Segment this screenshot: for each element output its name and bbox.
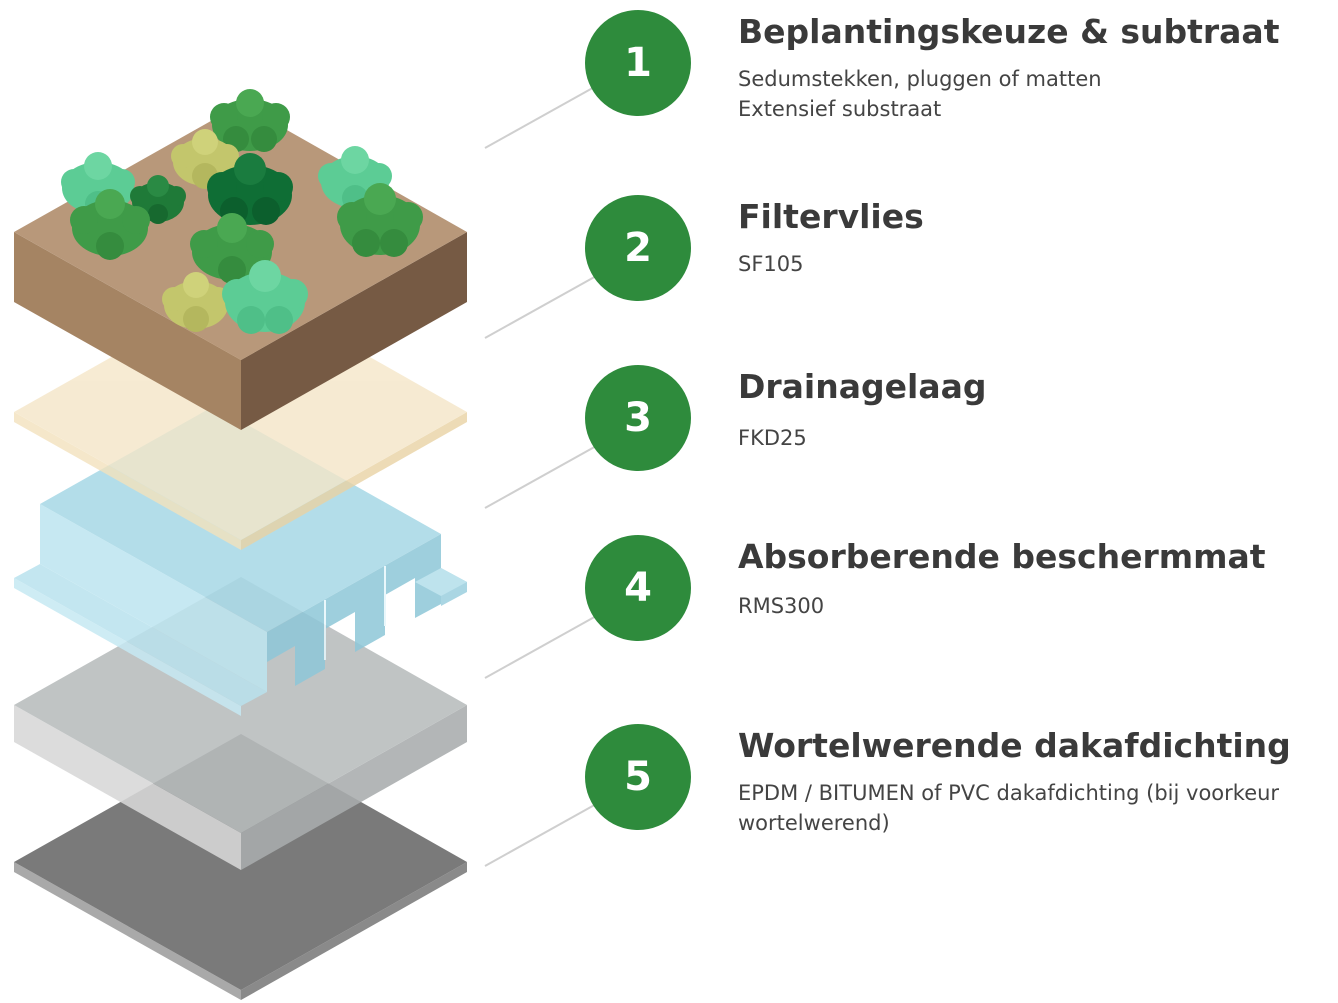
connector-line-3	[484, 444, 599, 509]
step-2: 2 Filtervlies SF105	[585, 195, 1335, 315]
step-5: 5 Wortelwerende dakafdichting EPDM / BIT…	[585, 724, 1335, 844]
plants	[61, 89, 423, 334]
connector-line-5	[484, 802, 599, 867]
step-number-badge: 3	[585, 365, 691, 471]
plant	[190, 213, 274, 284]
plant	[210, 89, 290, 152]
connector-line-1	[484, 84, 599, 149]
plant	[70, 189, 150, 260]
step-title: Absorberende beschermmat	[738, 537, 1266, 576]
step-description: SF105	[738, 252, 804, 276]
connector-line-4	[484, 614, 599, 679]
step-number-badge: 4	[585, 535, 691, 641]
step-4: 4 Absorberende beschermmat RMS300	[585, 535, 1335, 655]
connector-lines	[484, 84, 599, 867]
plant	[162, 272, 230, 332]
plant	[337, 183, 423, 257]
step-description: EPDM / BITUMEN of PVC dakafdichting (bij…	[738, 781, 1280, 835]
step-title: Beplantingskeuze & subtraat	[738, 12, 1280, 51]
step-description: FKD25	[738, 426, 807, 450]
plant	[222, 260, 308, 334]
step-number-badge: 1	[585, 10, 691, 116]
step-1: 1 Beplantingskeuze & subtraat Sedumstekk…	[585, 10, 1335, 130]
step-number-badge: 5	[585, 724, 691, 830]
step-title: Wortelwerende dakafdichting	[738, 726, 1291, 765]
step-title: Filtervlies	[738, 197, 924, 236]
step-3: 3 Drainagelaag FKD25	[585, 365, 1335, 485]
step-title: Drainagelaag	[738, 367, 987, 406]
step-description: Extensief substraat	[738, 97, 942, 121]
connector-line-2	[484, 274, 599, 339]
step-description: RMS300	[738, 594, 825, 618]
step-description: Sedumstekken, pluggen of matten	[738, 67, 1102, 91]
step-number-badge: 2	[585, 195, 691, 301]
